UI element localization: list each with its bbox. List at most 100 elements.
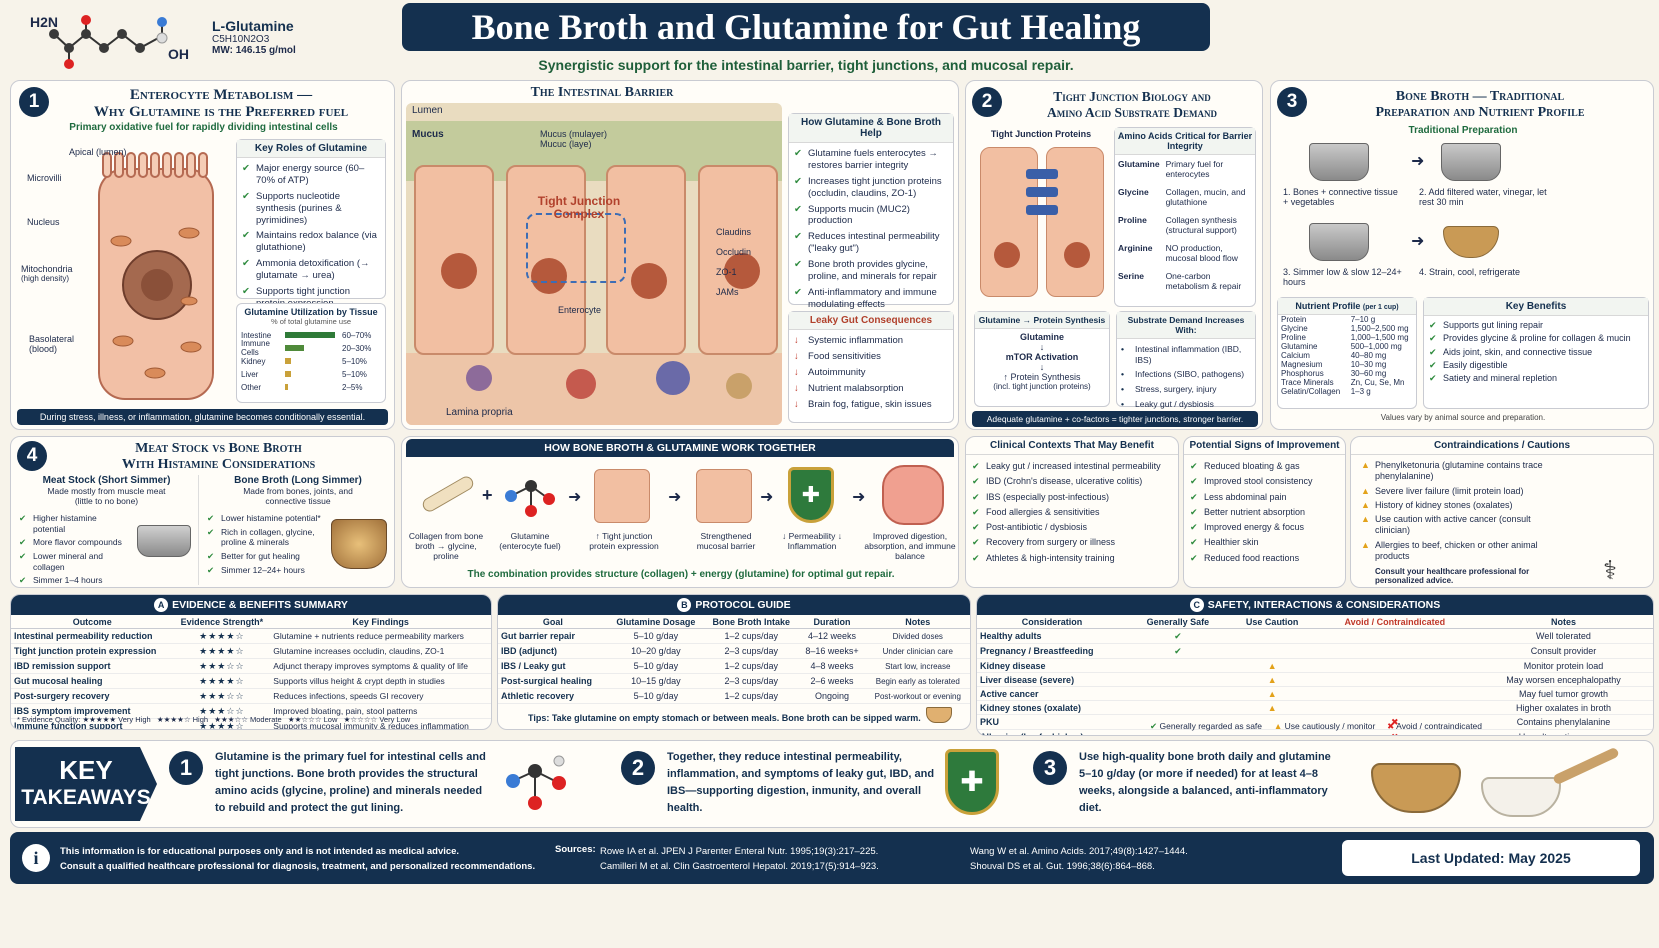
prep-step: 3. Simmer low & slow 12–24+ hours: [1283, 267, 1402, 287]
takeaway-number: 1: [169, 751, 203, 785]
x-icon: ✖: [1391, 732, 1399, 736]
list-item: Glutamine fuels enterocytes → restores b…: [794, 148, 948, 172]
powder-bowl-icon: [1481, 777, 1561, 817]
caution-cell: ▲: [1228, 672, 1316, 687]
avoid-cell: [1315, 628, 1474, 644]
bone-broth-title: Bone Broth (Long Simmer): [234, 475, 362, 486]
list-item: Intestinal inflammation (IBD, IBS): [1121, 344, 1251, 365]
bone-broth-list: Lower histamine potential* Rich in colla…: [203, 506, 328, 582]
section-how-work-together: How Bone Broth & Glutamine Work Together…: [401, 436, 959, 588]
legend-avoid: Avoid / contraindicated: [1396, 721, 1483, 731]
notes-cell: Use alternative source: [1473, 729, 1653, 735]
caution-cell: [1228, 714, 1316, 730]
leaky-gut-list: Systemic inflammation Food sensitivities…: [789, 330, 953, 416]
protocol-cell: Start low, increase: [865, 658, 970, 674]
table-letter: B: [677, 598, 692, 612]
protocol-cell: 1–2 cups/day: [703, 688, 799, 704]
label-nucleus: Nucleus: [27, 217, 60, 227]
how-flow: + ➜ ➜ ➜ ✚ ➜ Collagen from bone broth → g…: [406, 465, 956, 565]
legend-caution: Use cautiously / monitor: [1284, 721, 1376, 731]
column-header: Evidence Strength*: [173, 615, 271, 629]
pot-icon: [137, 525, 191, 557]
x-icon: ✖: [1391, 716, 1399, 727]
key-label-line2: TAKEAWAYS: [21, 786, 151, 809]
section-number: 1: [19, 87, 49, 117]
signs-improvement-panel: Potential Signs of Improvement Reduced b…: [1183, 436, 1346, 588]
meat-stock-title: Meat Stock (Short Simmer): [42, 475, 171, 486]
label-mucus-layer-line2: Mucuc (laye): [540, 138, 592, 149]
list-item: Supports mucin (MUC2) production: [794, 204, 948, 228]
table-row: Kidney stones (oxalate)▲Higher oxalates …: [977, 700, 1653, 715]
list-item: Recovery from surgery or illness: [972, 537, 1172, 549]
flow-label: Collagen from bone broth → glycine, prol…: [408, 531, 484, 561]
outcome-cell: IBS symptom improvement: [11, 703, 174, 719]
nutrient-value: 500–1,000 mg: [1350, 342, 1402, 351]
finding-cell: Glutamine + nutrients reduce permeabilit…: [270, 628, 491, 644]
notes-cell: May worsen encephalopathy: [1473, 672, 1653, 687]
key-roles-list: Major energy source (60–70% of ATP) Supp…: [237, 158, 385, 316]
protocol-cell: Begin early as tolerated: [865, 673, 970, 689]
caution-cell: [1228, 643, 1316, 659]
meat-stock-list: Higher histamine potential More flavor c…: [15, 506, 135, 593]
broth-pot-icon: [331, 519, 387, 569]
molecule-info: L-Glutamine C5H10N2O3 MW: 146.15 g/mol: [212, 18, 392, 56]
protocol-cell: 2–6 weeks: [798, 673, 866, 689]
nutrient-name: Protein: [1281, 315, 1307, 324]
aa-name: Glutamine: [1118, 158, 1160, 169]
enterocyte-cell-icon: [98, 152, 214, 400]
label-mucus-layer-line1: Mucus (mulayer): [540, 129, 608, 139]
list-item: Food allergies & sensitivities: [972, 507, 1172, 519]
table-safety-panel: CSafety, Interactions & Considerations C…: [976, 594, 1654, 736]
list-item: Improved stool consistency: [1190, 476, 1339, 488]
key-roles-card: Key Roles of Glutamine Major energy sour…: [236, 139, 386, 309]
tj-proteins-illustration: [980, 147, 1104, 297]
key-takeaways-panel: KEY TAKEAWAYS 1 Glutamine is the primary…: [10, 740, 1654, 828]
aa-name: Proline: [1118, 214, 1147, 225]
source-item: Rowe IA et al. JPEN J Parenter Enteral N…: [600, 846, 879, 857]
molecule-icon: [506, 755, 566, 810]
list-item: Athletes & high-intensity training: [972, 553, 1172, 565]
table-title-text: Evidence & Benefits Summary: [172, 599, 348, 611]
list-item: Lower histamine potential*: [207, 513, 324, 524]
utilization-card: Glutamine Utilization by Tissue % of tot…: [236, 303, 386, 403]
list-item: Supports nucleotide synthesis (purines &…: [242, 191, 380, 227]
notes-cell: Well tolerated: [1473, 628, 1653, 644]
avoid-cell: [1315, 686, 1474, 701]
list-item: Ammonia detoxification (→ glutamate → ur…: [242, 258, 380, 282]
check-icon: ✔: [1174, 630, 1182, 641]
flow-label: ↑ Tight junction protein expression: [589, 531, 659, 551]
nutrient-name: Calcium: [1281, 351, 1310, 360]
prep-step: 2. Add filtered water, vinegar, let rest…: [1419, 187, 1547, 207]
label-baso-line2: (blood): [29, 344, 58, 354]
column-header: Generally Safe: [1127, 615, 1229, 629]
protocol-cell: Under clinician care: [865, 643, 970, 659]
molecule-structure-icon: [49, 15, 168, 69]
ps-mtor: mTOR Activation: [1005, 352, 1079, 362]
outcome-cell: IBD remission support: [11, 658, 174, 674]
oh-label: OH: [168, 46, 189, 62]
nutrient-name: Phosphorus: [1281, 369, 1324, 378]
nutrient-value: Zn, Cu, Se, Mn: [1350, 378, 1405, 387]
section-number: 2: [972, 87, 1002, 117]
notes-cell: Consult provider: [1473, 643, 1653, 659]
nutrient-name: Gelatin/Collagen: [1281, 387, 1341, 396]
source-item: Wang W et al. Amino Acids. 2017;49(8):14…: [970, 846, 1188, 857]
how-title: How Bone Broth & Glutamine Work Together: [406, 439, 954, 457]
protocol-cell: 8–16 weeks+: [798, 643, 866, 659]
contra-title: Contraindications / Cautions: [1351, 437, 1653, 455]
section-bone-broth-prep: 3 Bone Broth — Traditional Preparation a…: [1270, 80, 1654, 430]
contra-note: Consult your healthcare professional for…: [1375, 567, 1530, 585]
label-zo1: ZO-1: [716, 267, 737, 277]
protocol-cell: 4–8 weeks: [798, 658, 866, 674]
table-title-text: Safety, Interactions & Considerations: [1207, 599, 1441, 611]
arrow-icon: ➜: [1411, 153, 1425, 170]
aa-desc: Collagen synthesis (structural support): [1165, 214, 1237, 235]
leaky-gut-title: Leaky Gut Consequences: [789, 312, 953, 330]
